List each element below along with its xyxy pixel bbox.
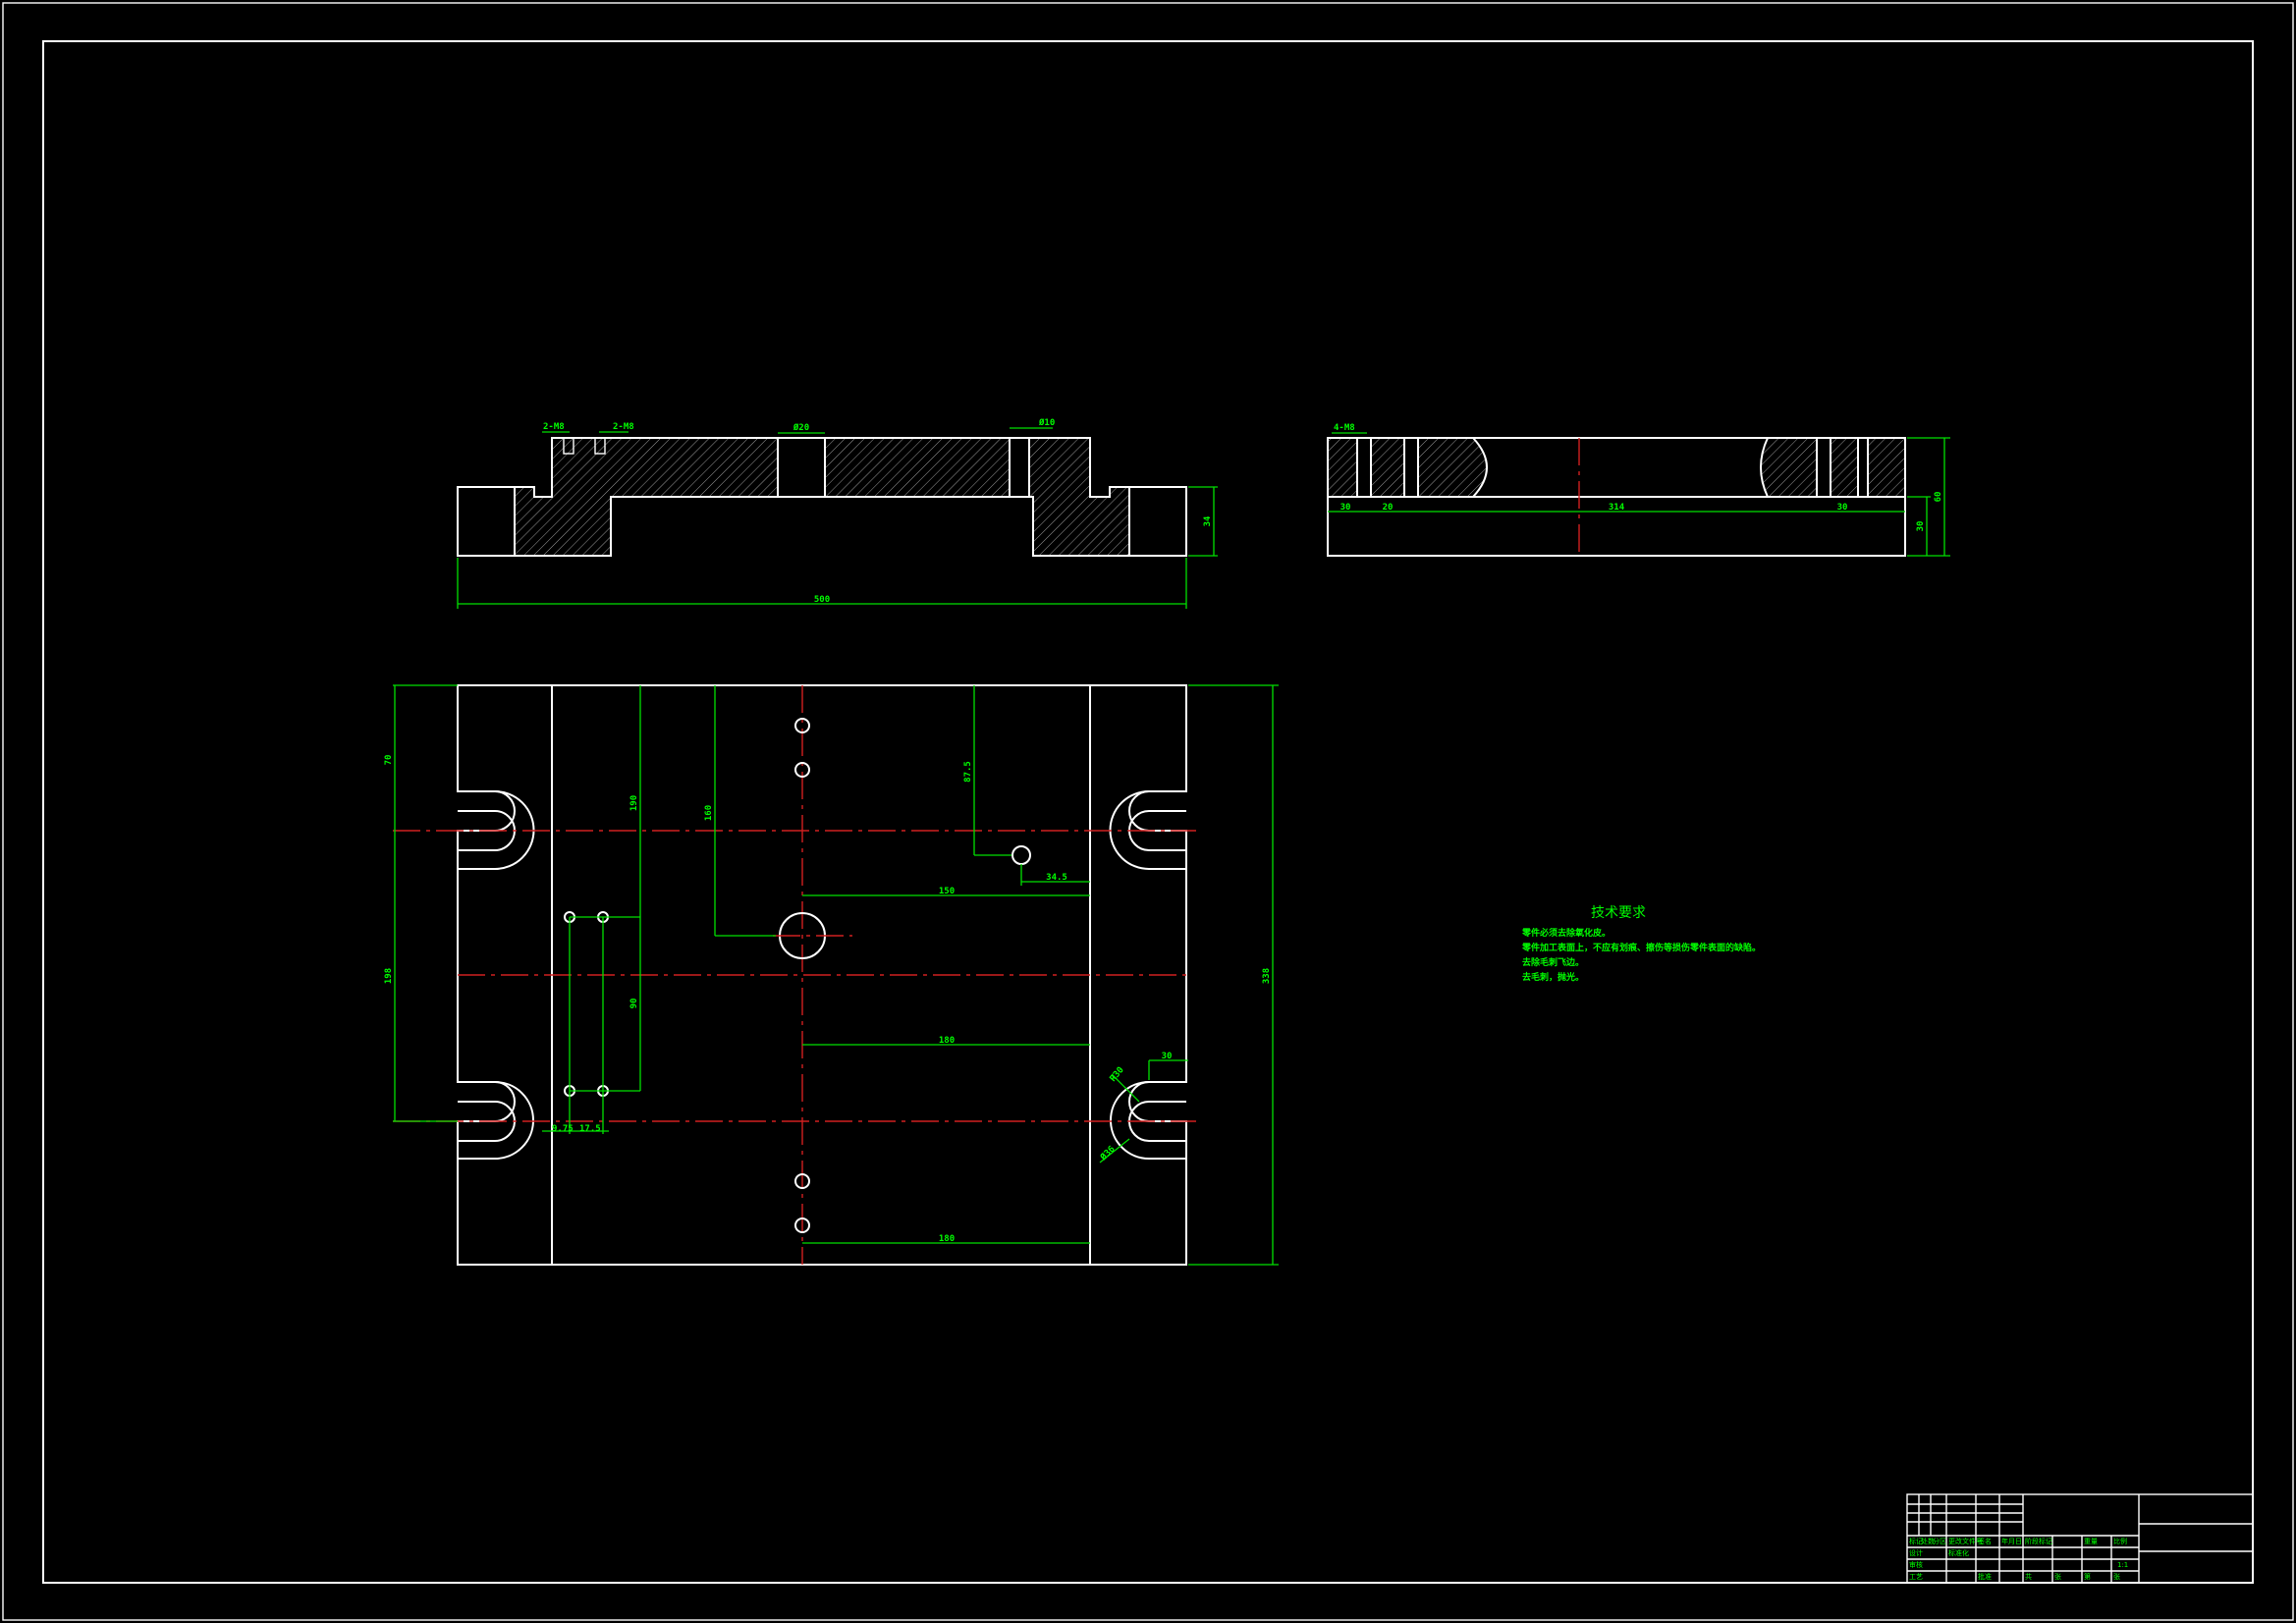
plan-dim-160: 160 bbox=[704, 805, 714, 821]
tech-req-item-4: 去毛刺，抛光。 bbox=[1522, 971, 1584, 983]
tb-cell-2: 分区 bbox=[1933, 1537, 1946, 1545]
tb-cell-10: 比例 bbox=[2113, 1537, 2127, 1545]
plan-hole-3 bbox=[794, 1173, 810, 1189]
tech-req-item-1: 零件必须去除氧化皮。 bbox=[1521, 927, 1611, 939]
title-block: 标记 处数 分区 更改文件号 签名 年月日 设计 标准化 阶段标记 重量 比例 … bbox=[1906, 1493, 2254, 1584]
tb-cell-1: 处数 bbox=[1921, 1537, 1935, 1545]
plan-hole-5 bbox=[1011, 845, 1031, 865]
tb-cell-scale: 1:1 bbox=[2117, 1561, 2128, 1569]
side-dim-seg2: 20 bbox=[1383, 503, 1394, 513]
front-dim-width: 500 bbox=[814, 595, 830, 605]
tb-cell-8: 阶段标记 bbox=[2025, 1537, 2052, 1545]
plan-dim-dia-right: Ø36 bbox=[1098, 1144, 1118, 1163]
plan-dim-30-right: 30 bbox=[1162, 1052, 1173, 1061]
tech-req-item-3: 去除毛刺飞边。 bbox=[1522, 956, 1584, 968]
plan-slot-bottom-left-outer bbox=[458, 1081, 534, 1160]
plan-dim-left-top: 70 bbox=[384, 755, 394, 766]
plan-dim-dia-leader bbox=[1099, 1138, 1130, 1163]
sheet-inner-border bbox=[42, 40, 2254, 1584]
plan-dim-150: 150 bbox=[939, 887, 955, 896]
side-dim-seg4: 30 bbox=[1837, 503, 1848, 513]
tb-cell-15: 张 bbox=[2054, 1572, 2061, 1581]
side-dim-screw: 4-M8 bbox=[1334, 423, 1355, 433]
front-dim-screw-right: 2-M8 bbox=[613, 422, 634, 432]
front-hatch-top-left bbox=[568, 438, 778, 497]
front-section-view: 500 34 2-M8 2-M8 Ø20 Ø10 bbox=[457, 417, 1218, 609]
side-hatch-3 bbox=[1418, 438, 1487, 497]
front-screw-hole-2 bbox=[594, 437, 606, 455]
plan-hole-1 bbox=[794, 718, 810, 733]
tb-cell-6: 设计 bbox=[1909, 1548, 1923, 1557]
plan-slot-bottom-right-outer bbox=[1110, 1081, 1186, 1160]
plan-dim-bottom-left-a: 9.75 bbox=[552, 1124, 574, 1134]
side-dim-seg1: 30 bbox=[1340, 503, 1351, 513]
plan-dim-87: 87.5 bbox=[963, 761, 973, 783]
tb-cell-13: 批准 bbox=[1978, 1572, 1992, 1581]
plan-outline bbox=[457, 684, 1187, 1266]
side-dim-height-total: 60 bbox=[1934, 492, 1943, 503]
title-block-frame bbox=[1906, 1493, 2254, 1584]
side-arc-right bbox=[1760, 437, 1769, 498]
tb-cell-0: 标记 bbox=[1909, 1537, 1923, 1545]
tech-req-item-2: 零件加工表面上，不应有划痕、擦伤等损伤零件表面的缺陷。 bbox=[1521, 942, 1761, 953]
plan-hole-4 bbox=[794, 1217, 810, 1233]
tb-cell-7: 标准化 bbox=[1948, 1548, 1969, 1557]
side-hatch-4 bbox=[1761, 438, 1817, 497]
side-section-view: 30 20 314 30 4-M8 60 30 bbox=[1327, 423, 1950, 557]
front-hatch-right bbox=[1029, 438, 1129, 556]
plan-dim-190: 190 bbox=[629, 795, 639, 811]
plan-dim-bottom-left-b: 17.5 bbox=[579, 1124, 601, 1134]
front-hatch-top-right bbox=[825, 438, 1010, 497]
plan-dim-34: 34.5 bbox=[1046, 873, 1067, 883]
side-hatch-5 bbox=[1831, 438, 1858, 497]
plan-dim-left-mid: 198 bbox=[384, 968, 394, 984]
tb-cell-9: 重量 bbox=[2084, 1538, 2098, 1545]
front-dim-hole-center: Ø20 bbox=[793, 422, 809, 433]
tech-req-title: 技术要求 bbox=[1591, 905, 1646, 921]
side-hatch-2 bbox=[1371, 438, 1404, 497]
tb-cell-14: 共 bbox=[2025, 1572, 2032, 1581]
side-hatch-1 bbox=[1328, 438, 1357, 497]
tb-cell-11: 审核 bbox=[1909, 1560, 1923, 1569]
tb-cell-17: 张 bbox=[2113, 1572, 2120, 1581]
plan-dim-180a: 180 bbox=[939, 1036, 955, 1046]
front-dim-hole-right: Ø10 bbox=[1038, 417, 1055, 428]
technical-requirements: 技术要求 零件必须去除氧化皮。 零件加工表面上，不应有划痕、擦伤等损伤零件表面的… bbox=[1521, 905, 1761, 983]
plan-dim-r30-leader bbox=[1111, 1073, 1140, 1103]
plan-hole-2 bbox=[794, 762, 810, 778]
tb-cell-16: 第 bbox=[2084, 1572, 2091, 1581]
side-dim-center: 314 bbox=[1609, 503, 1625, 513]
tb-cell-12: 工艺 bbox=[1909, 1573, 1923, 1581]
plan-dim-180b: 180 bbox=[939, 1234, 955, 1244]
tb-cell-4: 签名 bbox=[1978, 1537, 1992, 1545]
front-hatch-left bbox=[515, 438, 611, 556]
side-dim-height-lower: 30 bbox=[1916, 521, 1926, 532]
plan-dim-right-height: 338 bbox=[1262, 968, 1272, 984]
side-arc-left bbox=[1472, 437, 1488, 498]
front-dim-screw-left: 2-M8 bbox=[543, 422, 565, 432]
plan-dim-radius-right: R30 bbox=[1109, 1065, 1126, 1084]
tb-cell-3: 更改文件号 bbox=[1948, 1537, 1983, 1545]
plan-dim-90: 90 bbox=[629, 999, 639, 1009]
front-outline bbox=[457, 437, 1187, 557]
tb-cell-5: 年月日 bbox=[2001, 1537, 2022, 1545]
side-hatch-6 bbox=[1868, 438, 1905, 497]
front-dim-height: 34 bbox=[1203, 515, 1213, 526]
plan-view: 70 198 190 90 160 87.5 34.5 150 180 180 … bbox=[384, 684, 1279, 1266]
front-screw-hole-1 bbox=[563, 437, 574, 455]
